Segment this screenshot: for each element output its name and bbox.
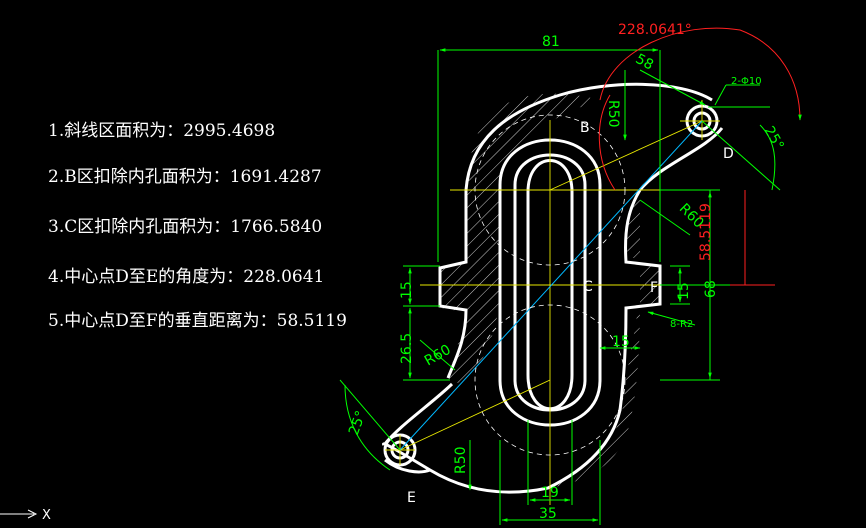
- ucs-icon: [0, 509, 38, 519]
- dim-angle-top: 25°: [761, 124, 787, 154]
- dim-angle-bottom: 25°: [346, 409, 370, 438]
- dim-26-5: 26.5: [399, 333, 415, 364]
- label-F: F: [650, 280, 658, 296]
- dim-r50-bottom: R50: [453, 446, 469, 474]
- result-line-3: 3.C区扣除内孔面积为：1766.5840: [48, 217, 323, 237]
- dim-holes: 2-Φ10: [731, 76, 762, 87]
- label-C: C: [583, 279, 593, 295]
- label-D: D: [723, 146, 734, 162]
- dim-15-mid: 15: [612, 334, 630, 350]
- dim-19: 19: [541, 485, 559, 501]
- reference-arc-lower: [474, 304, 626, 456]
- dimension-lines: [339, 48, 781, 525]
- result-line-5: 5.中心点D至F的垂直距离为：58.5119: [48, 311, 347, 331]
- dim-58: 58: [633, 51, 656, 73]
- hatched-region-right: [548, 190, 660, 488]
- dim-red-angle: 228.0641°: [618, 22, 692, 38]
- dim-58-5119: 58.5119: [698, 203, 714, 261]
- label-B: B: [580, 120, 590, 136]
- result-line-4: 4.中心点D至E的角度为：228.0641: [48, 267, 325, 287]
- red-angle-dimension: [598, 27, 802, 286]
- result-line-2: 2.B区扣除内孔面积为：1691.4287: [48, 167, 322, 187]
- reference-arc: [474, 114, 626, 266]
- dim-35: 35: [539, 506, 557, 522]
- dim-top-width: 81: [542, 34, 560, 50]
- d-to-e-line: [399, 120, 703, 451]
- result-line-1: 1.斜线区面积为：2995.4698: [48, 121, 276, 141]
- part-outline: [382, 82, 724, 494]
- dim-15-right: 15: [676, 282, 692, 300]
- label-E: E: [407, 490, 416, 506]
- dim-r50-top: R50: [605, 100, 621, 128]
- dim-r2: 8-R2: [670, 319, 693, 330]
- dim-15-left: 15: [399, 281, 415, 299]
- ucs-x-label: X: [42, 508, 51, 523]
- dim-68: 68: [703, 280, 719, 298]
- hatched-region-left: [440, 93, 600, 386]
